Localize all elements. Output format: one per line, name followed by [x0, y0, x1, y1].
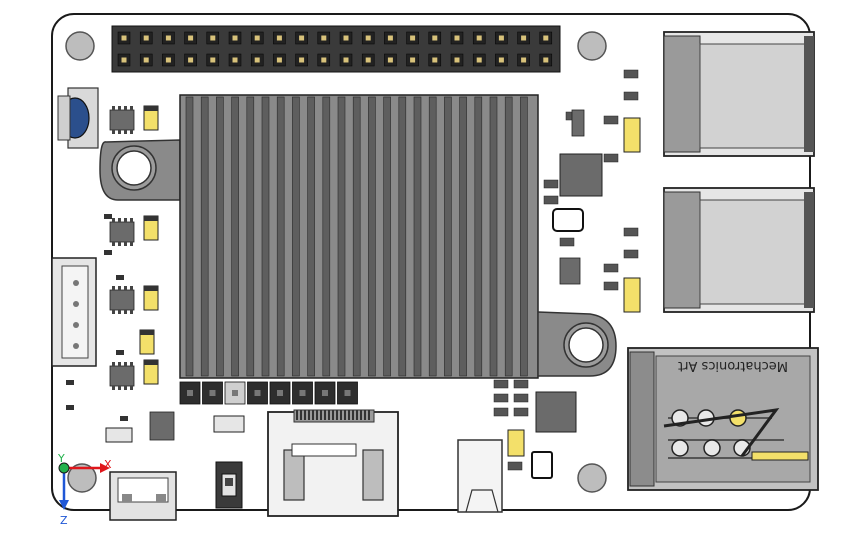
bottom-pin-header	[179, 381, 358, 405]
audio-jack	[457, 439, 503, 513]
ethernet-port: Mechatronics Art	[627, 347, 819, 491]
crystal-upper	[552, 208, 584, 232]
axis-z-label: Z	[60, 514, 68, 527]
usb-port-upper	[663, 31, 815, 157]
silkscreen-text: Mechatronics Art	[678, 358, 788, 373]
heatsink	[99, 94, 617, 379]
slide-switch	[215, 461, 243, 509]
micro-usb-connector	[109, 471, 177, 521]
axis-x-label: X	[104, 458, 112, 471]
usb-port-lower	[663, 187, 815, 313]
left-component-column	[66, 105, 245, 443]
axis-triad: X Y Z	[57, 452, 112, 527]
jst-connector	[51, 257, 97, 367]
axis-y-label: Y	[57, 452, 65, 465]
mounting-hole-top-left	[65, 31, 95, 61]
mounting-hole-bottom-left	[67, 463, 97, 493]
main-chip-upper	[559, 153, 603, 197]
right-component-group	[493, 69, 641, 471]
hdmi-connector	[267, 409, 399, 517]
crystal-lower	[531, 451, 553, 479]
gpio-pin-header	[111, 25, 561, 73]
mounting-hole-top-right	[577, 31, 607, 61]
ir-receiver	[57, 87, 99, 149]
main-chip-lower	[535, 391, 577, 433]
mounting-hole-bottom-right	[577, 463, 607, 493]
